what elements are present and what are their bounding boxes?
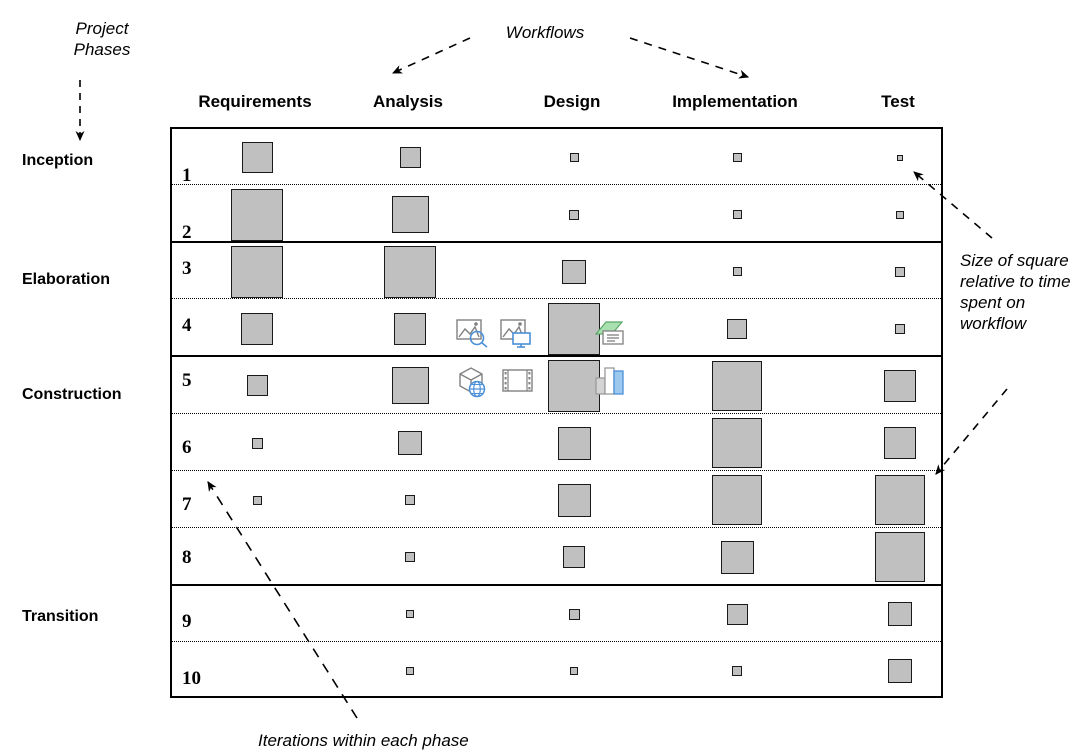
phase-separator-inception-elaboration [172, 241, 941, 244]
picture-monitor-icon [500, 318, 534, 355]
hump-square [732, 267, 742, 277]
hump-square [241, 312, 273, 345]
hump-square [727, 318, 747, 339]
hump-square [897, 154, 903, 161]
row-separator-1-2 [172, 184, 941, 186]
row-separator-9-10 [172, 640, 941, 642]
iteration-label-9: 9 [182, 611, 192, 632]
iteration-label-4: 4 [182, 315, 192, 336]
workflows-annotation: Workflows [505, 23, 585, 42]
hump-square [895, 323, 905, 334]
hump-square [732, 666, 742, 677]
hump-square [563, 546, 585, 569]
column-header-test: Test [881, 92, 915, 111]
iteration-label-3: 3 [182, 258, 192, 279]
hump-square [406, 667, 414, 676]
hump-square [241, 142, 273, 174]
hump-square [884, 369, 916, 402]
hump-square [570, 667, 578, 676]
hump-square [405, 552, 415, 563]
hump-square [391, 196, 429, 234]
row-separator-3-4 [172, 298, 941, 300]
column-header-design: Design [543, 92, 601, 111]
phase-separator-construction-transition [172, 583, 941, 586]
hump-square [895, 266, 905, 277]
iteration-label-5: 5 [182, 370, 192, 391]
hump-square [884, 427, 916, 460]
phase-separator-elaboration-construction [172, 355, 941, 358]
hump-square [398, 431, 422, 456]
project-phases-annotation: Project Phases [73, 19, 131, 59]
bar-chart-icon [594, 362, 626, 401]
hump-square [384, 245, 436, 298]
iteration-label-7: 7 [182, 494, 192, 515]
hump-square [732, 153, 742, 163]
arrow-workflows-left [391, 37, 471, 74]
hump-square [548, 302, 600, 355]
hump-square [726, 603, 748, 625]
iterations-annotation: Iterations within each phase [258, 731, 469, 750]
hump-square [568, 608, 580, 620]
phase-label-transition: Transition [22, 608, 99, 625]
hump-square [557, 426, 591, 460]
row-separator-5-6 [172, 412, 941, 414]
hump-square [406, 610, 414, 619]
hump-square [405, 495, 415, 506]
phase-label-inception: Inception [22, 152, 94, 169]
hump-square [712, 418, 762, 469]
hump-square [712, 475, 762, 526]
hump-square [557, 483, 591, 517]
hump-square [875, 475, 925, 526]
hump-square [569, 153, 579, 163]
column-header-implementation: Implementation [672, 92, 798, 111]
row-separator-6-7 [172, 469, 941, 471]
hump-square [231, 188, 283, 241]
film-strip-icon [502, 368, 534, 399]
iteration-label-6: 6 [182, 437, 192, 458]
phase-label-elaboration: Elaboration [22, 271, 111, 288]
hump-square [896, 210, 904, 219]
hump-square [562, 259, 586, 284]
hump-square [888, 659, 912, 684]
iteration-label-2: 2 [182, 222, 192, 243]
column-header-requirements: Requirements [198, 92, 312, 111]
hump-square [246, 375, 268, 397]
iteration-label-10: 10 [182, 668, 201, 689]
hump-square [231, 245, 283, 298]
hump-square [251, 437, 263, 449]
hump-square [720, 540, 754, 574]
hump-square [399, 147, 421, 169]
cube-globe-icon [456, 366, 494, 405]
hump-square [712, 360, 762, 411]
hump-square [252, 495, 262, 505]
arrow-size-note-large [935, 388, 1008, 475]
square-size-legend-note: Size of square relative to time spent on… [960, 251, 1071, 333]
hump-chart-table: 1 2 3 4 5 6 7 8 9 10 [170, 127, 943, 698]
hump-square [391, 367, 429, 405]
hump-square [875, 532, 925, 583]
row-separator-7-8 [172, 526, 941, 528]
hump-square [569, 209, 579, 220]
hump-square [394, 312, 426, 345]
hump-square [888, 602, 912, 627]
iteration-label-8: 8 [182, 547, 192, 568]
column-header-analysis: Analysis [373, 92, 443, 111]
arrow-workflows-right [629, 37, 750, 79]
hump-square [732, 210, 742, 220]
picture-search-icon [456, 318, 490, 353]
hump-square [548, 359, 600, 412]
phase-label-construction: Construction [22, 386, 122, 403]
iteration-label-1: 1 [182, 165, 192, 186]
document-green-icon [594, 318, 626, 353]
